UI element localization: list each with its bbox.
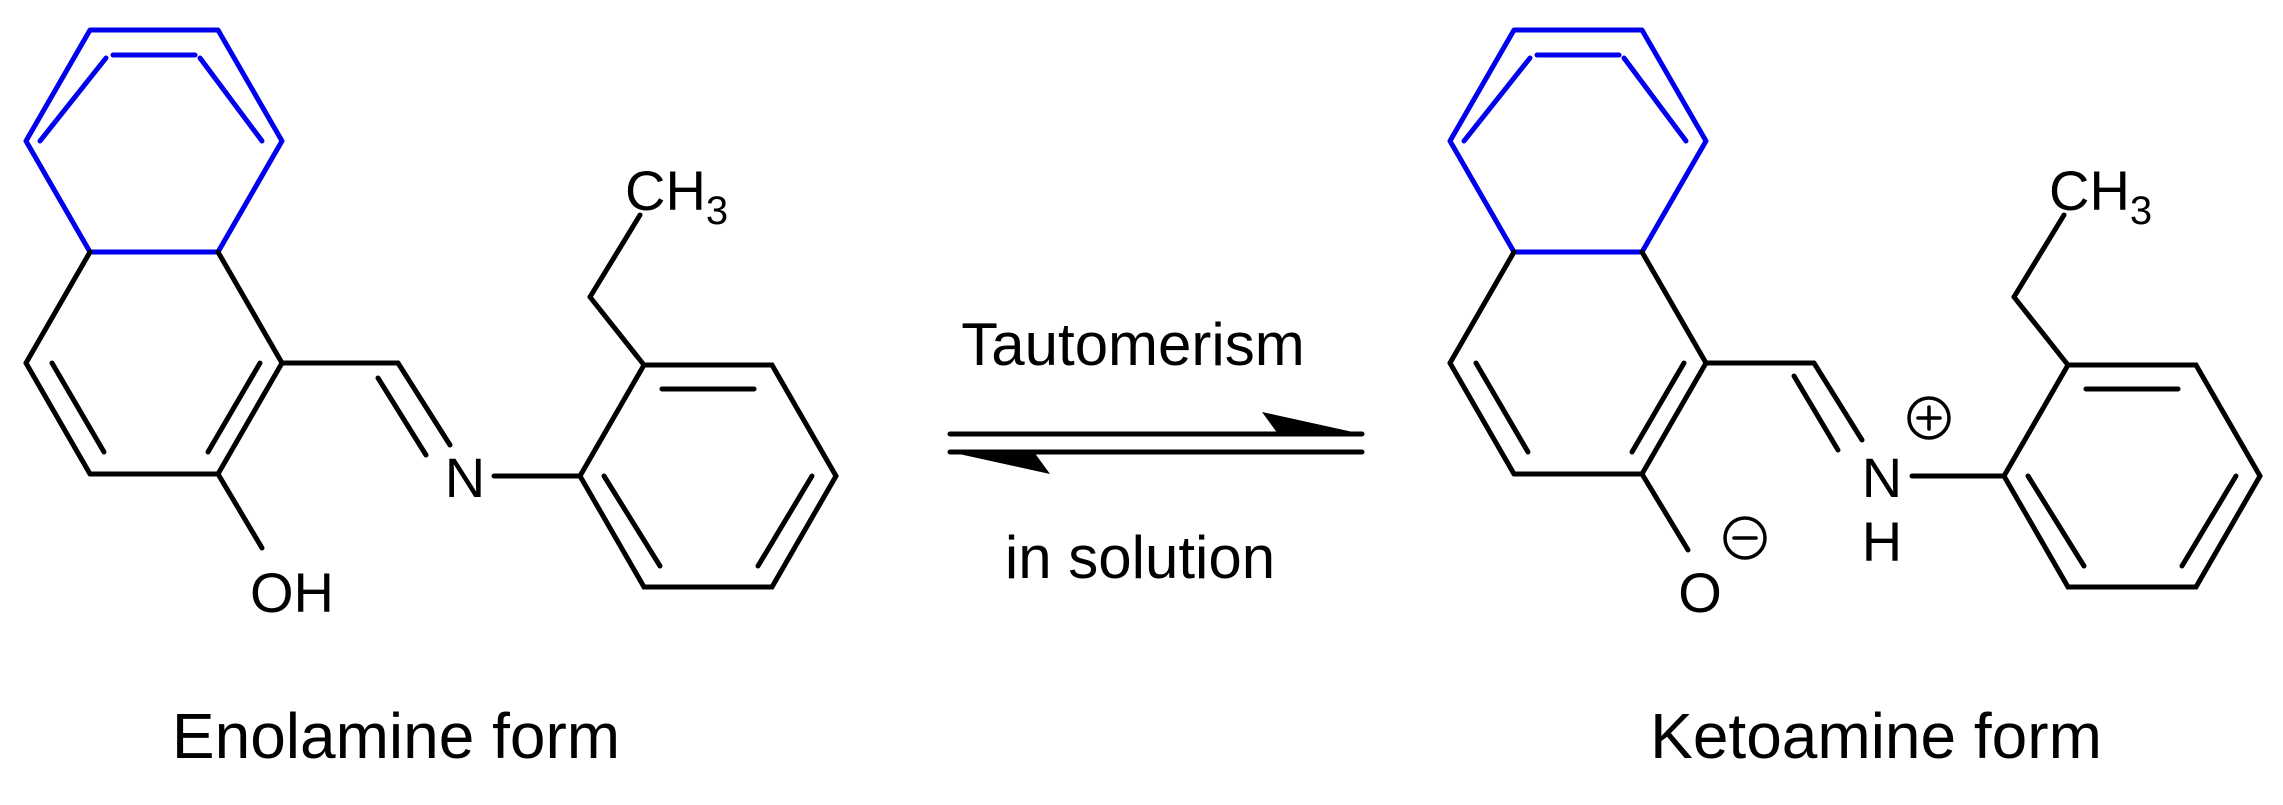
- ketoamine-blue-ring-outline: [1447, 27, 1709, 255]
- equilibrium-arrows: Tautomerism in solution: [947, 311, 1365, 591]
- positive-charge-icon: [1907, 396, 1951, 440]
- negative-charge-icon: [1723, 516, 1767, 560]
- methyl-main: CH: [625, 159, 706, 222]
- iminium-double-bond: [1811, 360, 1865, 443]
- ketoamine-blue-ring: [1447, 27, 1709, 255]
- enolamine-blue-ring-outline: [23, 27, 285, 255]
- enolamine-blue-ring-inner-bond: [37, 55, 109, 144]
- iminium-double-bond: [1791, 373, 1841, 453]
- methyl-subscript: 3: [2130, 189, 2152, 233]
- nitrogen-label: N: [1862, 446, 1902, 509]
- bond: [215, 360, 285, 477]
- methyl-label: CH3: [625, 159, 728, 233]
- c-o-bond: [1639, 471, 1691, 553]
- ethyl-bond: [587, 294, 647, 368]
- forward-arrowhead: [1262, 412, 1362, 434]
- ethyl-bond: [2011, 294, 2071, 368]
- bond: [49, 360, 107, 455]
- bond: [2025, 473, 2087, 569]
- bond: [205, 360, 263, 455]
- ketoamine-aryl-ring-outline: [2001, 362, 2263, 590]
- bond: [2179, 473, 2239, 569]
- ketoamine-blue-ring-inner-bond: [1621, 55, 1689, 144]
- methyl-subscript: 3: [706, 189, 728, 233]
- enolamine-caption: Enolamine form: [172, 700, 620, 772]
- imine-double-bond: [395, 360, 453, 448]
- bond: [1447, 360, 1517, 477]
- ketoamine-naphthyl-ring: [1447, 249, 1709, 477]
- hydroxyl-label: OH: [250, 561, 334, 624]
- ethyl-bond: [2011, 212, 2067, 300]
- tautomerism-label: Tautomerism: [961, 311, 1304, 378]
- ketoamine-molecule: O N H CH3: [1447, 27, 2263, 624]
- bond: [23, 360, 93, 477]
- methyl-main: CH: [2049, 159, 2130, 222]
- ketoamine-blue-ring-inner-bond: [1461, 55, 1533, 144]
- bond: [1629, 360, 1687, 455]
- bond: [23, 249, 93, 366]
- bond: [215, 249, 285, 366]
- nh-hydrogen-label: H: [1862, 510, 1902, 573]
- c-o-bond: [215, 471, 265, 551]
- reverse-arrowhead: [950, 452, 1050, 474]
- enolamine-blue-ring: [23, 27, 285, 255]
- oxygen-label: O: [1678, 561, 1722, 624]
- enolamine-aryl-ring-outline: [577, 362, 839, 590]
- enolamine-molecule: OH N CH3: [23, 27, 839, 624]
- bond: [755, 473, 815, 569]
- ketoamine-caption: Ketoamine form: [1650, 700, 2102, 772]
- bond: [1639, 249, 1709, 366]
- ethyl-bond: [587, 212, 643, 300]
- imine-nitrogen-label: N: [445, 446, 485, 509]
- bond: [1473, 360, 1531, 455]
- bond: [601, 473, 663, 569]
- imine-double-bond: [375, 375, 429, 458]
- in-solution-label: in solution: [1005, 524, 1275, 591]
- enolamine-naphthol-ring: [23, 249, 285, 477]
- bond: [1639, 360, 1709, 477]
- enolamine-aryl-ring: [577, 362, 839, 590]
- enolamine-blue-ring-inner-bond: [197, 55, 265, 144]
- ketoamine-aryl-ring: [2001, 362, 2263, 590]
- bond: [1447, 249, 1517, 366]
- methyl-label: CH3: [2049, 159, 2152, 233]
